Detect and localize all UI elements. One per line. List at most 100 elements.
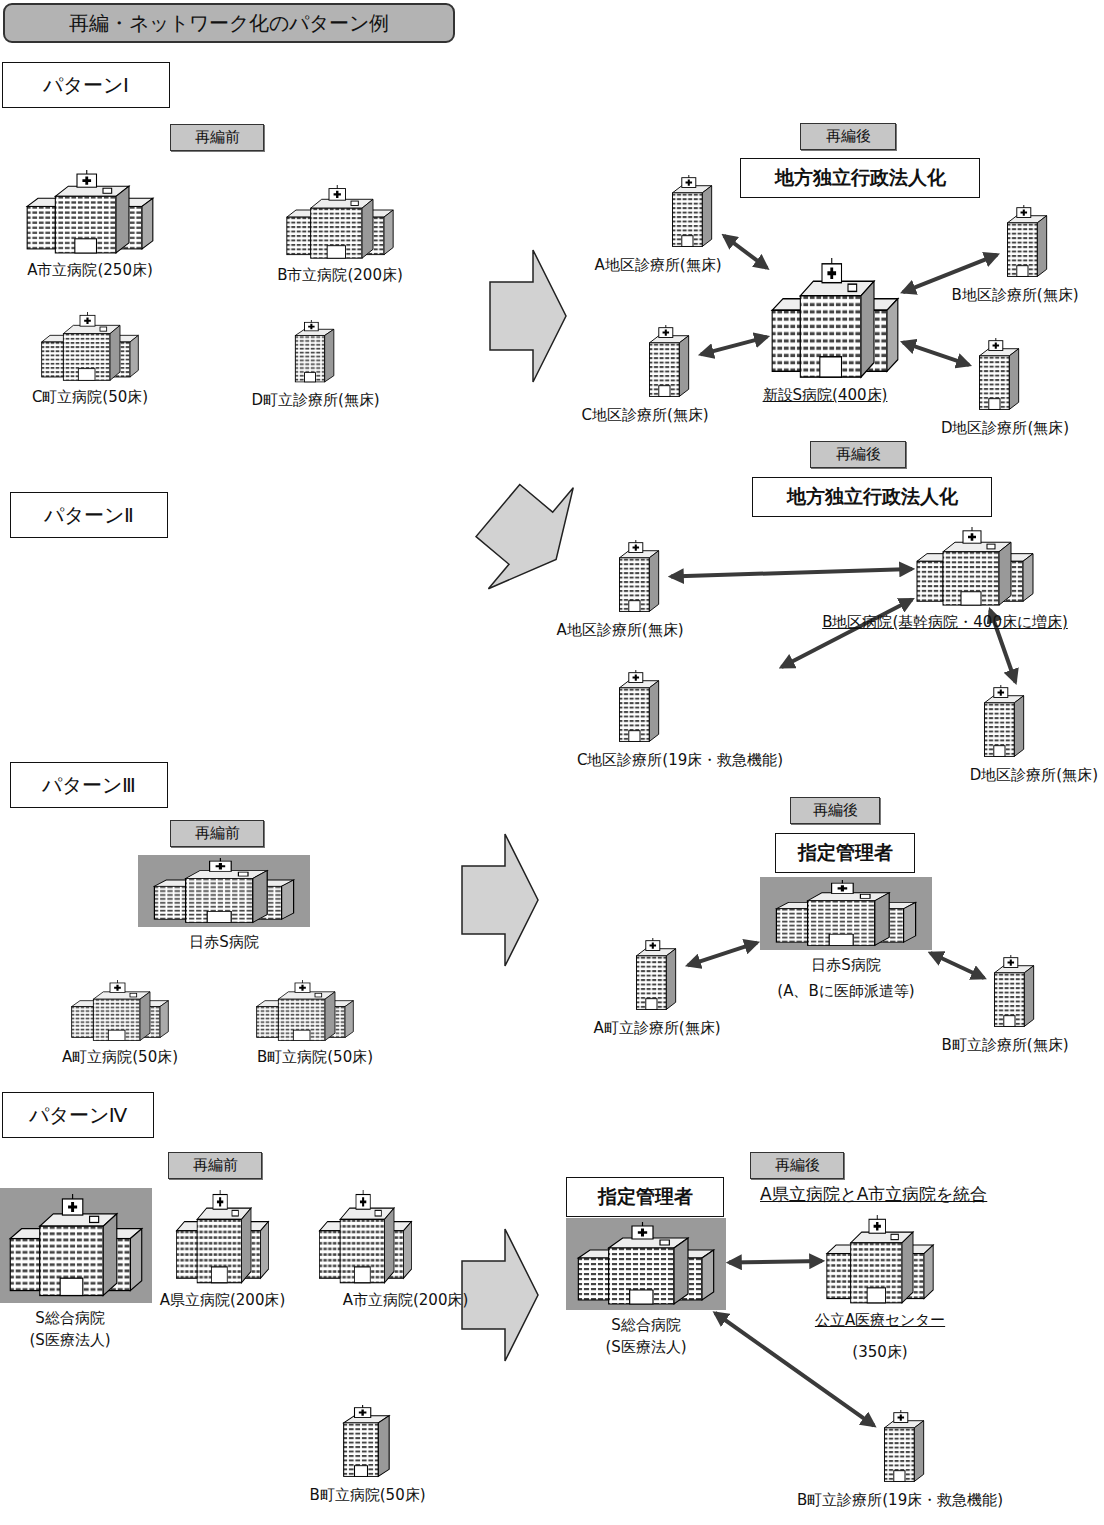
facility-name: A町立病院(50床) — [62, 1048, 178, 1066]
facility-caption: B町立診療所(19床・救急機能) — [797, 1491, 1003, 1509]
facility-caption: B地区病院(基幹病院・400床に増床) — [822, 613, 1068, 631]
box-text: 再編前 — [195, 128, 240, 147]
link-arrow — [724, 236, 767, 268]
facility-caption: B市立病院(200床) — [277, 266, 403, 284]
facility-name: D地区診療所(無床) — [941, 419, 1069, 437]
hospital-icon — [827, 1215, 933, 1303]
facility-node: A地区診療所(無床) — [665, 175, 721, 250]
hospital-icon — [27, 170, 153, 253]
facility-node: A市立病院(250床) — [25, 170, 155, 255]
clinic-icon — [636, 938, 675, 1009]
facility-caption: 日赤S病院(A、Bに医師派遣等) — [777, 956, 914, 1000]
hospital-icon — [287, 185, 393, 258]
hospital-icon — [177, 1190, 269, 1283]
facility-caption: C地区診療所(無床) — [581, 406, 708, 424]
clinic-icon — [295, 320, 334, 382]
label-box: 再編前 — [170, 820, 264, 847]
facility-name: C地区診療所(19床・救急機能) — [577, 751, 783, 769]
link-arrow — [782, 600, 912, 667]
hospital-icon — [42, 312, 139, 380]
clinic-icon — [1007, 205, 1046, 276]
facility-name: B地区病院(基幹病院・400床に増床) — [822, 613, 1068, 631]
facility-name: A地区診療所(無床) — [557, 621, 684, 639]
box-text: 再編後 — [813, 801, 858, 820]
title-text: 再編・ネットワーク化のパターン例 — [69, 10, 389, 37]
label-box: 再編前 — [168, 1152, 262, 1179]
facility-caption: C町立病院(50床) — [32, 388, 148, 406]
box-text: パターンⅠ — [43, 72, 129, 99]
facility-name: 公立A医療センター — [815, 1311, 945, 1329]
facility-caption: A県立病院(200床) — [160, 1291, 286, 1309]
facility-node: C地区診療所(無床) — [642, 325, 698, 400]
facility-caption: S総合病院(S医療法人) — [605, 1316, 686, 1356]
hospital-icon — [772, 258, 898, 377]
box-text: 指定管理者 — [598, 1184, 693, 1210]
box-text: 地方独立行政法人化 — [787, 484, 958, 510]
photo-ground — [760, 877, 932, 950]
hospital-icon — [257, 980, 354, 1041]
box-text: パターンⅣ — [29, 1102, 127, 1129]
link-arrow — [729, 1261, 822, 1263]
facility-caption: A町立診療所(無床) — [594, 1019, 721, 1037]
block-arrow — [462, 834, 538, 966]
box-text: 地方独立行政法人化 — [775, 165, 946, 191]
facility-node: 日赤S病院 — [138, 855, 310, 927]
facility-caption: S総合病院(S医療法人) — [29, 1309, 110, 1349]
label-box: 指定管理者 — [566, 1177, 724, 1217]
facility-name: B町立病院(50床) — [257, 1048, 373, 1066]
clinic-icon — [979, 338, 1018, 409]
hospital-icon — [154, 858, 293, 922]
block-arrow — [455, 460, 598, 610]
facility-name: 日赤S病院 — [189, 933, 259, 951]
link-arrow — [688, 943, 757, 966]
label-box: 地方独立行政法人化 — [740, 158, 980, 198]
photo-ground — [138, 855, 310, 927]
label-box: 再編前 — [170, 124, 264, 151]
clinic-icon — [649, 325, 688, 396]
clinic-icon — [344, 1405, 390, 1476]
facility-name: D町立診療所(無床) — [251, 391, 379, 409]
block-arrow — [490, 250, 566, 382]
facility-node: D町立診療所(無床) — [288, 320, 343, 385]
hospital-icon — [10, 1194, 141, 1296]
facility-name: (A、Bに医師派遣等) — [777, 982, 914, 1000]
facility-caption: D地区診療所(無床) — [941, 419, 1069, 437]
facility-caption: A地区診療所(無床) — [595, 256, 722, 274]
facility-caption: 新設S病院(400床) — [763, 386, 888, 404]
label-box: 再編後 — [790, 797, 880, 824]
facility-node: A市立病院(200床) — [318, 1190, 413, 1285]
facility-node: 新設S病院(400床) — [770, 258, 900, 380]
facility-name: B町立診療所(19床・救急機能) — [797, 1491, 1003, 1509]
hospital-icon — [578, 1222, 713, 1304]
facility-name: (350床) — [852, 1343, 907, 1361]
label-box: 指定管理者 — [775, 833, 915, 873]
note-label: A県立病院とA市立病院を統合 — [760, 1183, 987, 1206]
facility-name: B地区診療所(無床) — [952, 286, 1079, 304]
facility-name: S総合病院 — [35, 1309, 105, 1327]
photo-ground — [0, 1188, 152, 1303]
box-text: パターンⅢ — [42, 772, 136, 799]
facility-name: B町立診療所(無床) — [942, 1036, 1069, 1054]
facility-node: A町立診療所(無床) — [629, 938, 685, 1013]
box-text: 再編前 — [195, 824, 240, 843]
link-arrow — [701, 337, 767, 354]
facility-node: B町立病院(50床) — [335, 1405, 400, 1480]
label-box: パターンⅢ — [10, 762, 168, 808]
facility-node: B地区病院(基幹病院・400床に増床) — [915, 527, 1035, 607]
clinic-icon — [994, 955, 1033, 1026]
facility-node: A県立病院(200床) — [175, 1190, 270, 1285]
label-box: 再編後 — [750, 1152, 844, 1179]
link-arrow — [715, 1313, 874, 1426]
facility-name: B町立病院(50床) — [309, 1486, 425, 1504]
facility-caption: D町立診療所(無床) — [251, 391, 379, 409]
link-arrow — [671, 569, 912, 577]
hospital-icon — [320, 1190, 412, 1283]
facility-caption: A町立病院(50床) — [62, 1048, 178, 1066]
facility-caption: 日赤S病院 — [189, 933, 259, 951]
facility-node: 公立A医療センター(350床) — [825, 1215, 935, 1305]
hospital-icon — [776, 880, 915, 945]
clinic-icon — [619, 540, 658, 611]
facility-name: 新設S病院(400床) — [763, 386, 888, 404]
box-text: 再編後 — [826, 127, 871, 146]
